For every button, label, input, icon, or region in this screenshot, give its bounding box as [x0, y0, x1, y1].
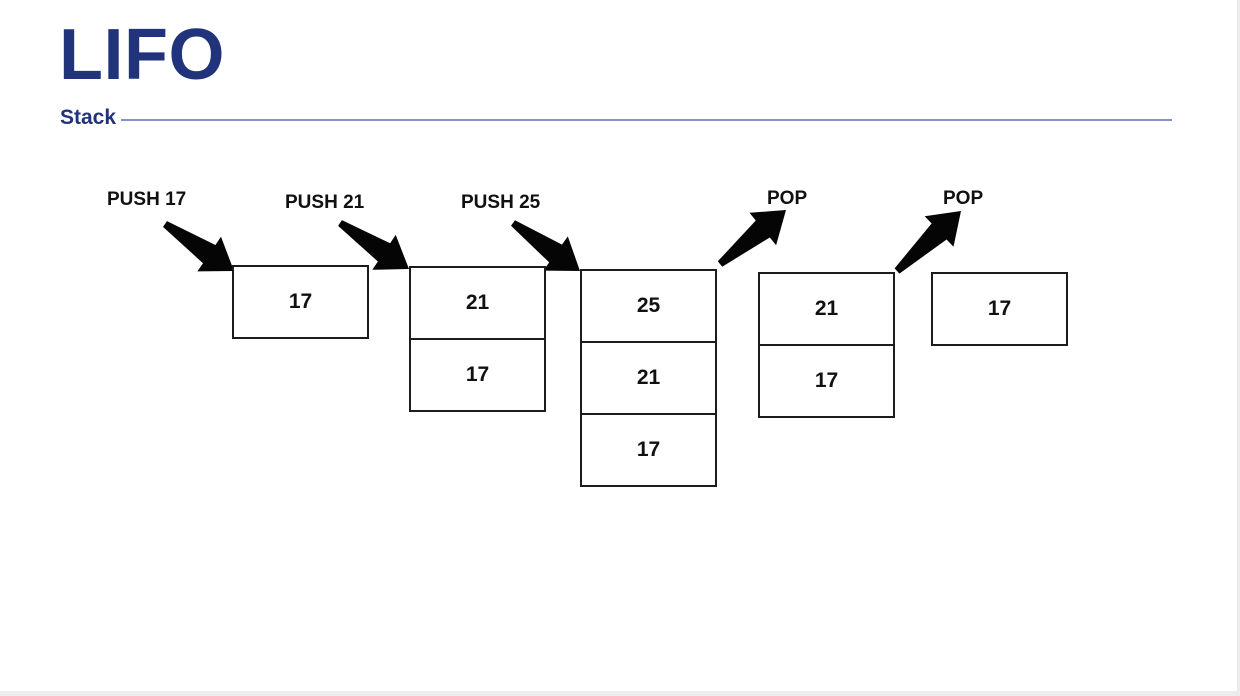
screen-right-edge: [1237, 0, 1240, 696]
stack-cell: 21: [409, 266, 546, 340]
pop-arrow-2-icon: [894, 211, 961, 274]
pop-arrow-1-icon: [717, 210, 786, 267]
op-label-push-17: PUSH 17: [107, 189, 187, 210]
subtitle-divider: [121, 119, 1172, 121]
stack-stage-2: 21 17: [409, 266, 546, 412]
stack-cell: 17: [758, 344, 895, 418]
stack-cell: 17: [580, 413, 717, 487]
cell-value: 17: [636, 438, 661, 461]
cell-value: 21: [465, 291, 490, 314]
stack-cell: 17: [409, 338, 546, 412]
cell-value: 17: [987, 297, 1012, 320]
screen-bottom-edge: [0, 691, 1240, 696]
op-label-pop-2: POP: [943, 188, 984, 209]
push-25-arrow-icon: [511, 220, 580, 271]
op-label-pop-1: POP: [767, 188, 808, 209]
stack-stage-1: 17: [232, 265, 369, 339]
push-21-arrow-icon: [338, 220, 409, 270]
subtitle: Stack: [60, 106, 117, 129]
push-17-arrow-icon: [163, 221, 234, 272]
cell-value: 17: [288, 290, 313, 313]
stack-stage-3: 25 21 17: [580, 269, 717, 487]
cell-value: 21: [814, 297, 839, 320]
op-label-push-21: PUSH 21: [285, 192, 365, 213]
stack-cell: 17: [931, 272, 1068, 346]
page-title: LIFO: [59, 15, 225, 95]
op-label-push-25: PUSH 25: [461, 192, 541, 213]
cell-value: 25: [636, 294, 661, 317]
cell-value: 21: [636, 366, 661, 389]
stack-cell: 17: [232, 265, 369, 339]
stack-stage-4: 21 17: [758, 272, 895, 418]
stack-stage-5: 17: [931, 272, 1068, 346]
stack-cell: 25: [580, 269, 717, 343]
stack-cell: 21: [758, 272, 895, 346]
cell-value: 17: [465, 363, 490, 386]
stack-cell: 21: [580, 341, 717, 415]
cell-value: 17: [814, 369, 839, 392]
